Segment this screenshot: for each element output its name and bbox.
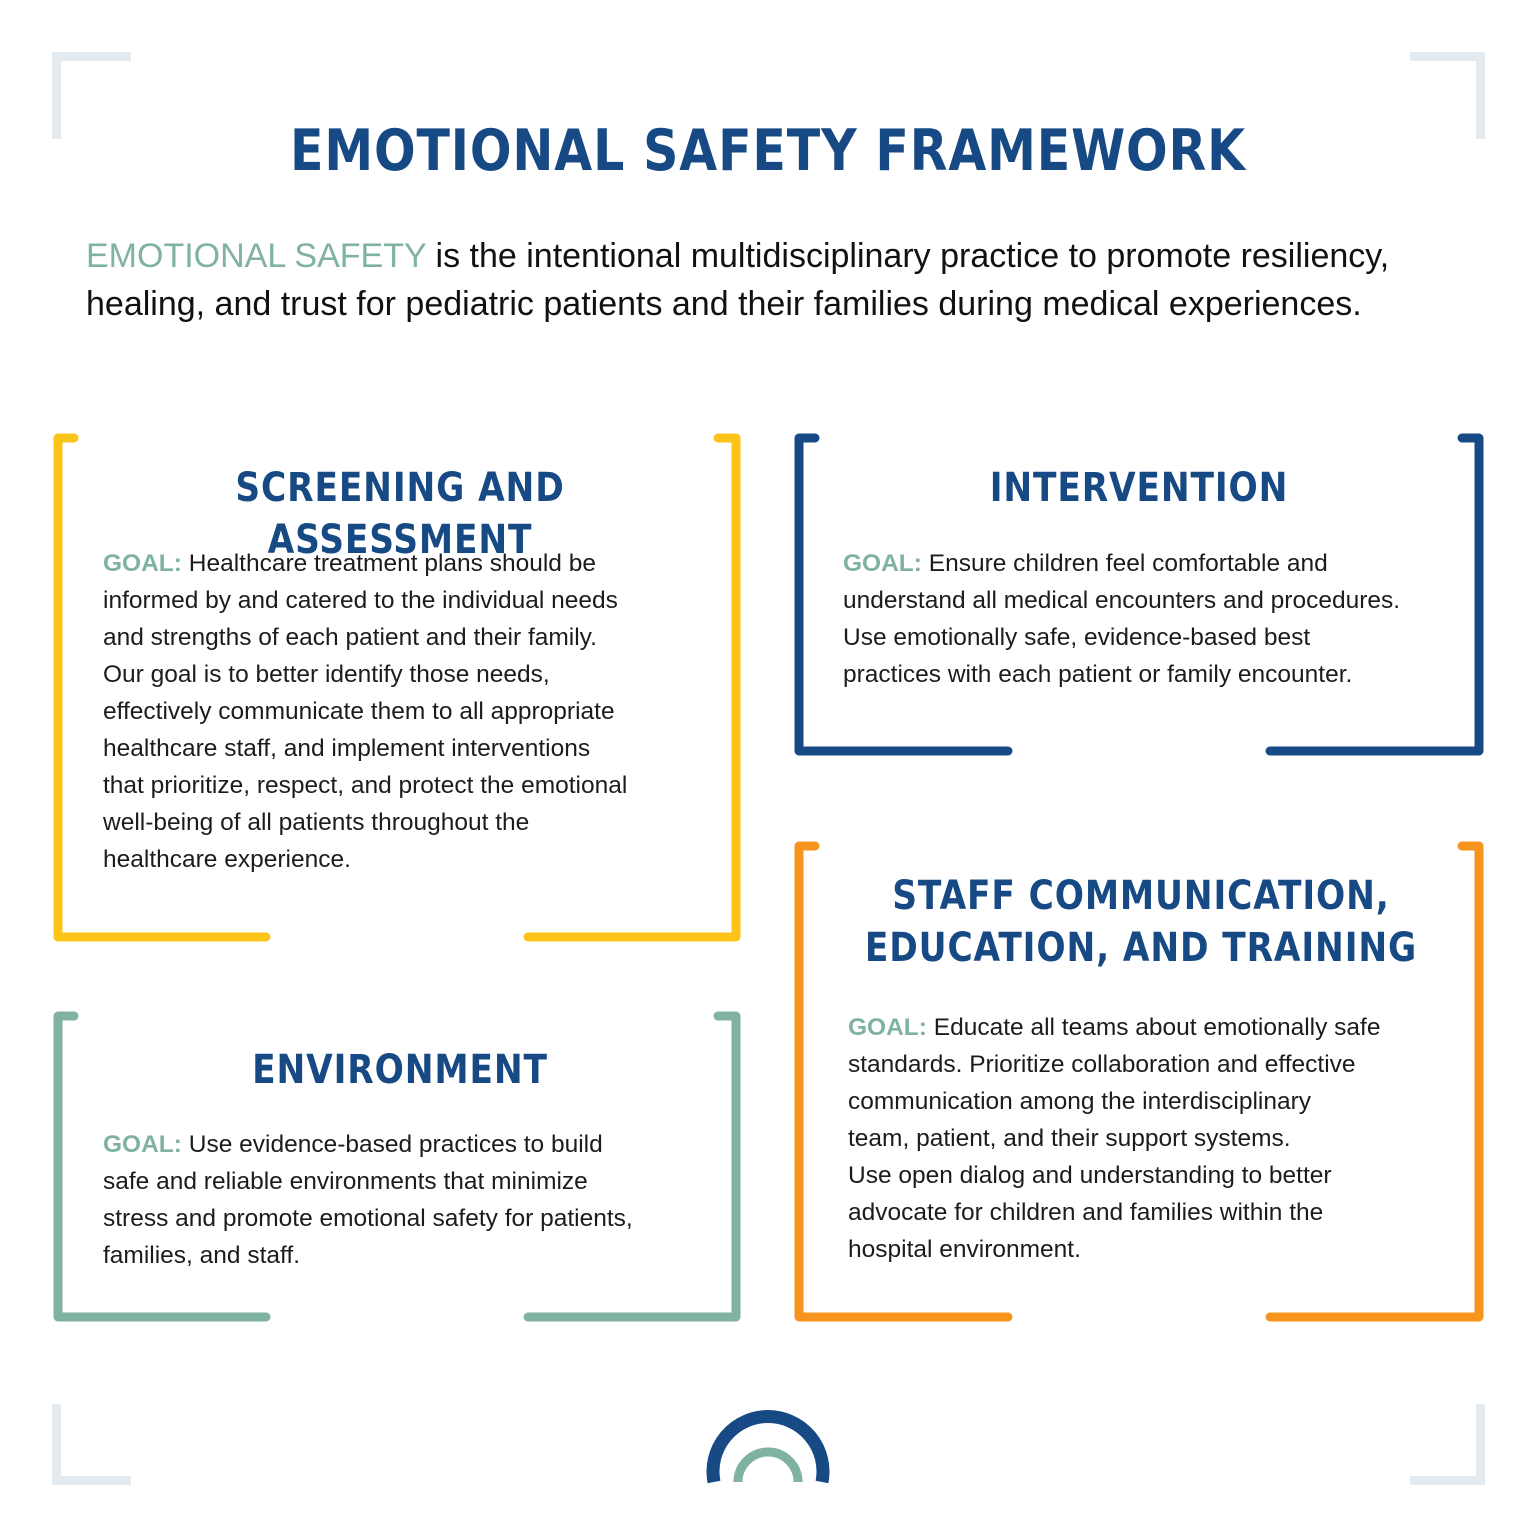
staff-goal-text: GOAL: Educate all teams about emotionall… [848,1009,1380,1268]
page-title: EMOTIONAL SAFETY FRAMEWORK [289,118,1247,184]
goal-line: GOAL: Ensure children feel comfortable a… [843,550,1328,577]
goal-line: Use open dialog and understanding to bet… [848,1162,1332,1189]
goal-line: understand all medical encounters and pr… [843,587,1401,614]
screening-frame-right [523,433,741,942]
intervention-goal-text: GOAL: Ensure children feel comfortable a… [843,545,1400,693]
goal-line: GOAL: Educate all teams about emotionall… [848,1014,1381,1041]
goal-label: GOAL: [103,550,182,577]
staff-title-line1: STAFF COMMUNICATION, [892,873,1390,919]
goal-line: team, patient, and their support systems… [848,1125,1291,1152]
intro-line2-text: healing, and trust for pediatric patient… [86,285,1362,323]
goal-line: safe and reliable environments that mini… [103,1168,588,1195]
goal-line: well-being of all patients throughout th… [103,809,530,836]
goal-line: communication among the interdisciplinar… [848,1088,1311,1115]
intro-paragraph: EMOTIONAL SAFETY is the intentional mult… [86,232,1486,328]
environment-title: ENVIRONMENT [252,1047,548,1093]
environment-frame-left [53,1011,271,1322]
intro-highlight: EMOTIONAL SAFETY [86,237,427,275]
goal-label: GOAL: [848,1014,927,1041]
screening-title: SCREENING AND ASSESSMENT [235,465,565,563]
goal-line: that prioritize, respect, and protect th… [103,772,628,799]
environment-frame-right [523,1011,741,1322]
goal-line: advocate for children and families withi… [848,1199,1324,1226]
goal-line: Our goal is to better identify those nee… [103,661,550,688]
goal-line: healthcare experience. [103,846,351,873]
goal-line: families, and staff. [103,1242,301,1269]
corner-bracket-bottom-right [1410,1404,1485,1485]
goal-line: effectively communicate them to all appr… [103,698,615,725]
goal-line: and strengths of each patient and their … [103,624,597,651]
corner-bracket-bottom-left [52,1404,131,1485]
goal-line: standards. Prioritize collaboration and … [848,1051,1356,1078]
staff-frame-left [794,841,1013,1322]
intervention-title: INTERVENTION [989,465,1289,511]
goal-line: healthcare staff, and implement interven… [103,735,591,762]
goal-label: GOAL: [843,550,922,577]
goal-line: informed by and catered to the individua… [103,587,618,614]
intervention-frame-right [1265,433,1484,756]
goal-label: GOAL: [103,1131,182,1158]
goal-line: GOAL: Healthcare treatment plans should … [103,550,596,577]
staff-title-line2: EDUCATION, AND TRAINING [864,925,1418,971]
goal-line: GOAL: Use evidence-based practices to bu… [103,1131,603,1158]
logo-rings-icon [706,1410,830,1484]
intervention-frame-left [794,433,1013,756]
corner-bracket-top-right [1410,52,1485,139]
intro-line1-text: is the intentional multidisciplinary pra… [426,237,1390,275]
goal-line: Use emotionally safe, evidence-based bes… [843,624,1311,651]
goal-line: hospital environment. [848,1236,1081,1263]
staff-frame-right [1265,841,1484,1322]
goal-line: stress and promote emotional safety for … [103,1205,633,1232]
goal-line: practices with each patient or family en… [843,661,1353,688]
corner-bracket-top-left [52,52,131,139]
screening-goal-text: GOAL: Healthcare treatment plans should … [103,545,627,878]
screening-frame-left [53,433,271,942]
environment-goal-text: GOAL: Use evidence-based practices to bu… [103,1126,633,1274]
